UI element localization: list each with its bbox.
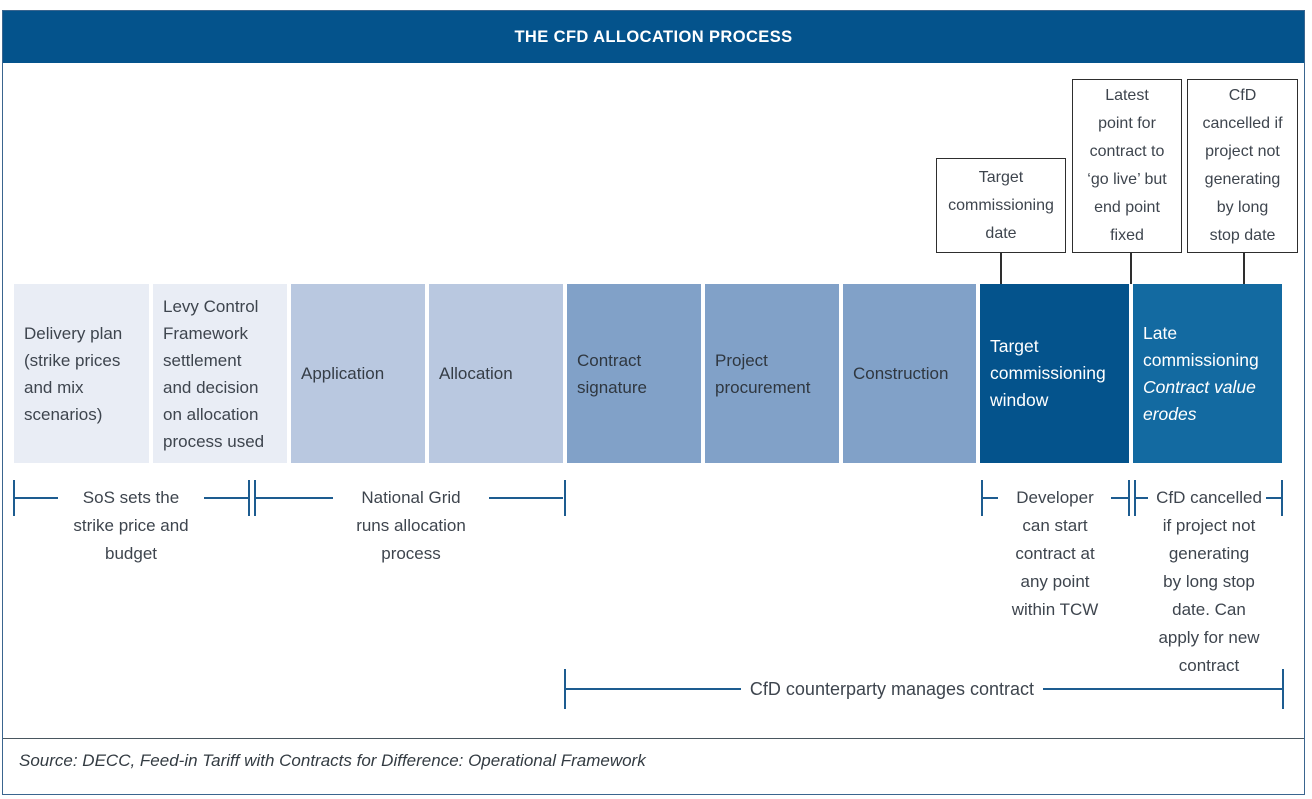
process-stage-row: Delivery plan (strike prices and mix sce… bbox=[14, 284, 1282, 463]
footer-divider bbox=[3, 738, 1304, 739]
bracket-label-developer-tcw: Developer can start contract at any poin… bbox=[1011, 488, 1099, 619]
stage-delivery-plan: Delivery plan (strike prices and mix sce… bbox=[14, 284, 149, 463]
bracket-line bbox=[204, 497, 248, 499]
stage-construction: Construction bbox=[843, 284, 976, 463]
callout-text: CfD cancelled if project not generating … bbox=[1202, 87, 1283, 244]
stage-label-italic: Contract value erodes bbox=[1143, 376, 1256, 424]
bracket-line bbox=[565, 688, 741, 690]
bracket-tick bbox=[1128, 480, 1130, 516]
callout-connector-line bbox=[1130, 253, 1132, 284]
bracket-line bbox=[14, 497, 58, 499]
bracket-tick bbox=[981, 480, 983, 516]
callout-text: Latest point for contract to ‘go live’ b… bbox=[1087, 87, 1167, 244]
bracket-label-cfd-cancelled: CfD cancelled if project not generating … bbox=[1156, 488, 1262, 675]
callout-connector-line bbox=[1000, 253, 1002, 284]
bracket-tick bbox=[248, 480, 250, 516]
bracket-line bbox=[489, 497, 563, 499]
bracket-tick bbox=[254, 480, 256, 516]
callout-latest-go-live-point: Latest point for contract to ‘go live’ b… bbox=[1072, 79, 1182, 253]
bracket-line bbox=[1043, 688, 1282, 690]
stage-levy-control-framework: Levy Control Framework settlement and de… bbox=[153, 284, 287, 463]
bracket-tick bbox=[1282, 669, 1284, 709]
stage-application: Application bbox=[291, 284, 425, 463]
bracket-label-national-grid: National Grid runs allocation process bbox=[356, 488, 466, 563]
bracket-line bbox=[982, 497, 998, 499]
bracket-line bbox=[1135, 497, 1148, 499]
bracket-tick bbox=[564, 480, 566, 516]
stage-project-procurement: Project procurement bbox=[705, 284, 839, 463]
bracket-line bbox=[255, 497, 333, 499]
callout-cfd-cancelled-long-stop: CfD cancelled if project not generating … bbox=[1187, 79, 1298, 253]
figure-frame: THE CFD ALLOCATION PROCESS Target commis… bbox=[2, 10, 1305, 795]
callout-text: Target commissioning date bbox=[948, 168, 1054, 242]
bracket-line bbox=[1266, 497, 1281, 499]
stage-label: Late commissioning bbox=[1143, 322, 1259, 370]
bracket-tick bbox=[13, 480, 15, 516]
header-bar: THE CFD ALLOCATION PROCESS bbox=[3, 11, 1304, 63]
bracket-tick bbox=[1134, 480, 1136, 516]
bracket-label-sos: SoS sets the strike price and budget bbox=[73, 488, 189, 563]
callout-target-commissioning-date: Target commissioning date bbox=[936, 158, 1066, 253]
bracket-tick bbox=[1281, 480, 1283, 516]
stage-contract-signature: Contract signature bbox=[567, 284, 701, 463]
callout-connector-line bbox=[1243, 253, 1245, 284]
stage-target-commissioning-window: Target commissioning window bbox=[980, 284, 1129, 463]
bracket-tick bbox=[564, 669, 566, 709]
bracket-line bbox=[1111, 497, 1128, 499]
source-attribution: Source: DECC, Feed-in Tariff with Contra… bbox=[19, 751, 646, 770]
bracket-label-cfd-counterparty: CfD counterparty manages contract bbox=[749, 679, 1035, 699]
figure-title: THE CFD ALLOCATION PROCESS bbox=[514, 27, 793, 46]
stage-allocation: Allocation bbox=[429, 284, 563, 463]
